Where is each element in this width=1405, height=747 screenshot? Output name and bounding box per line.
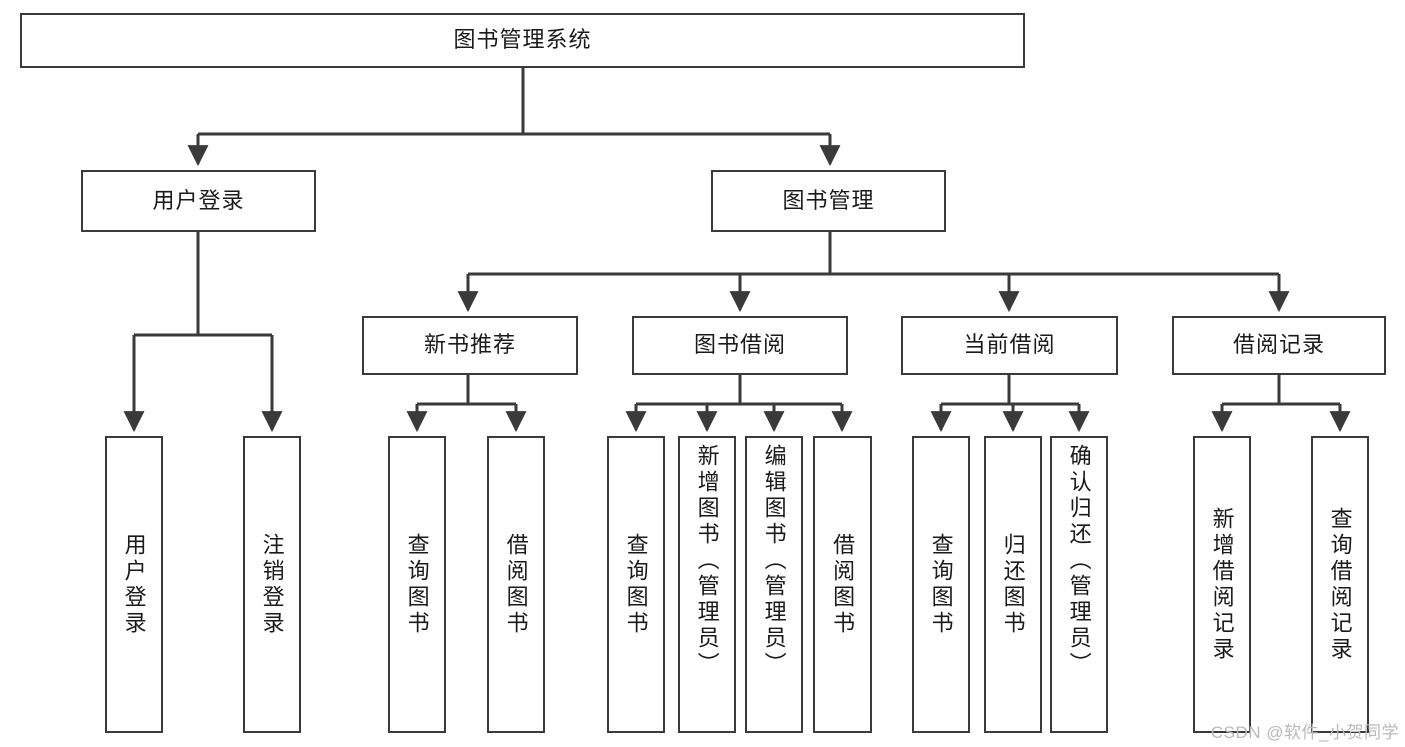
node-leaf-query-borrow-record-label: 查询借阅记录 — [1327, 506, 1353, 663]
node-leaf-query-book-2[interactable]: 查询图书 — [607, 436, 665, 733]
node-leaf-query-book-3-label: 查询图书 — [928, 532, 954, 637]
node-leaf-add-book-admin-label: 新增图书（管理员） — [694, 444, 720, 678]
node-leaf-edit-book-admin[interactable]: 编辑图书（管理员） — [745, 436, 803, 733]
node-leaf-return-book-label: 归还图书 — [1000, 532, 1026, 637]
node-user-login-label: 用户登录 — [152, 187, 245, 213]
node-root-label: 图书管理系统 — [453, 27, 592, 53]
node-borrow-record-label: 借阅记录 — [1232, 332, 1325, 358]
node-leaf-edit-book-admin-label: 编辑图书（管理员） — [761, 444, 787, 678]
node-leaf-confirm-return-admin[interactable]: 确认归还（管理员） — [1050, 436, 1108, 733]
node-new-book-recommend-label: 新书推荐 — [423, 332, 516, 358]
csdn-watermark: CSDN @软件_小贺同学 — [1210, 723, 1399, 742]
node-leaf-query-borrow-record[interactable]: 查询借阅记录 — [1311, 436, 1369, 733]
node-leaf-logout-login-label: 注销登录 — [259, 532, 285, 637]
node-leaf-query-book-2-label: 查询图书 — [623, 532, 649, 637]
node-root[interactable]: 图书管理系统 — [20, 13, 1025, 68]
node-leaf-borrow-book-2-label: 借阅图书 — [830, 532, 856, 637]
node-book-borrow[interactable]: 图书借阅 — [632, 316, 848, 375]
node-leaf-user-login-label: 用户登录 — [121, 532, 147, 637]
node-leaf-confirm-return-admin-label: 确认归还（管理员） — [1066, 444, 1092, 678]
node-book-borrow-label: 图书借阅 — [693, 332, 786, 358]
node-book-management[interactable]: 图书管理 — [711, 170, 946, 232]
node-leaf-user-login[interactable]: 用户登录 — [105, 436, 163, 733]
node-leaf-add-borrow-record[interactable]: 新增借阅记录 — [1193, 436, 1251, 733]
node-leaf-add-book-admin[interactable]: 新增图书（管理员） — [678, 436, 736, 733]
node-current-borrow-label: 当前借阅 — [963, 332, 1056, 358]
node-leaf-query-book-3[interactable]: 查询图书 — [912, 436, 970, 733]
node-leaf-borrow-book-1-label: 借阅图书 — [503, 532, 529, 637]
node-leaf-logout-login[interactable]: 注销登录 — [243, 436, 301, 733]
node-leaf-query-book-1[interactable]: 查询图书 — [388, 436, 446, 733]
node-leaf-return-book[interactable]: 归还图书 — [984, 436, 1042, 733]
node-current-borrow[interactable]: 当前借阅 — [901, 316, 1118, 375]
node-borrow-record[interactable]: 借阅记录 — [1172, 316, 1386, 375]
node-leaf-query-book-1-label: 查询图书 — [404, 532, 430, 637]
node-user-login[interactable]: 用户登录 — [81, 170, 316, 232]
node-leaf-borrow-book-2[interactable]: 借阅图书 — [813, 436, 872, 733]
node-book-management-label: 图书管理 — [782, 187, 875, 213]
node-leaf-borrow-book-1[interactable]: 借阅图书 — [487, 436, 545, 733]
node-new-book-recommend[interactable]: 新书推荐 — [362, 316, 578, 375]
node-leaf-add-borrow-record-label: 新增借阅记录 — [1209, 506, 1235, 663]
